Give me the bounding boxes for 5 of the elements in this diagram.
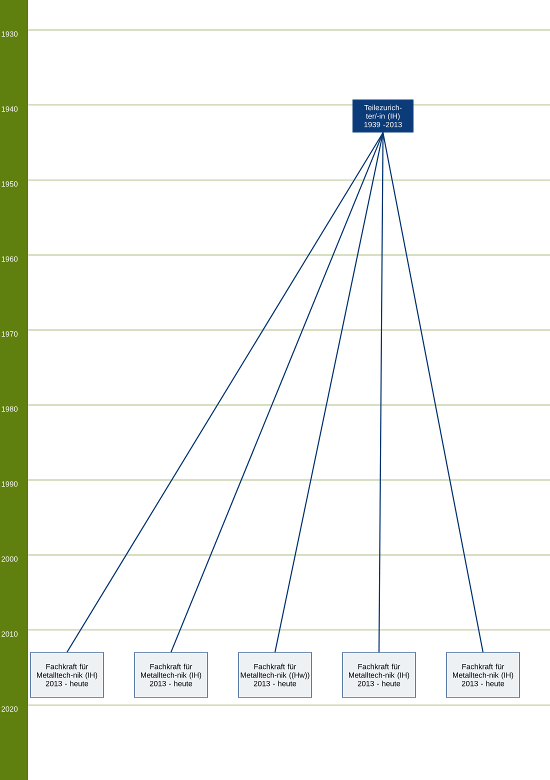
- connector-line: [66, 132, 384, 653]
- connector-line: [382, 132, 484, 652]
- connector-line: [378, 132, 384, 652]
- connector-line: [170, 132, 384, 652]
- connector-line: [274, 132, 384, 652]
